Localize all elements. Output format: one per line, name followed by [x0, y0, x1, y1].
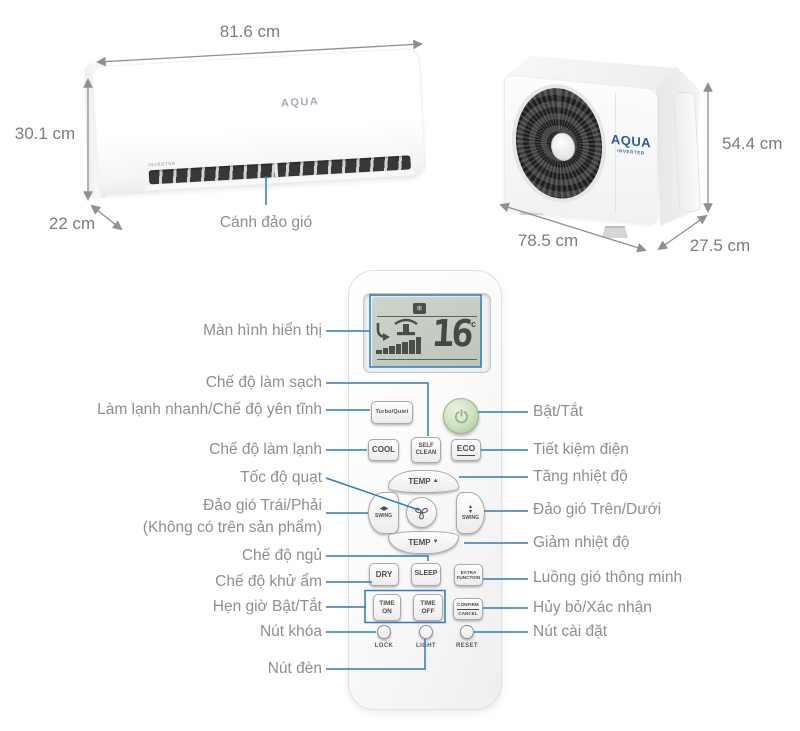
fan-speed-button[interactable]	[406, 497, 437, 528]
callout-swing-ud: Đảo gió Trên/Dưới	[533, 501, 662, 518]
time-off-line2: OFF	[421, 607, 435, 615]
self-clean-line1: SELF	[418, 443, 434, 450]
outdoor-foot-right	[602, 226, 628, 238]
fan-speed-bars	[376, 337, 423, 354]
callout-timer: Hẹn giờ Bật/Tắt	[212, 598, 322, 615]
outdoor-front-face: AQUA INVERTER	[504, 74, 658, 226]
power-icon	[454, 408, 468, 423]
outdoor-height-label: 54.4 cm	[722, 134, 783, 153]
callout-swing-lr-line1: Đảo gió Trái/Phải	[203, 497, 322, 514]
swing-vertical-label: SWING	[462, 514, 479, 521]
time-off-button[interactable]: TIME OFF	[413, 594, 443, 621]
temp-down-arrow-icon: ▼	[432, 539, 439, 546]
callout-fan-speed: Tốc độ quạt	[240, 469, 322, 486]
lcd-display: ❄ 16 c	[372, 297, 482, 367]
swing-horizontal-label: SWING	[375, 513, 392, 520]
swing-vertical-icon: ▲▼	[467, 503, 474, 515]
temp-up-arrow-icon: ▲	[432, 478, 439, 485]
callout-power: Bật/Tắt	[533, 403, 583, 420]
confirm-cancel-button[interactable]: CONFIRM CANCEL	[453, 598, 483, 620]
lock-label: LOCK	[374, 643, 394, 649]
outdoor-width-label: 78.5 cm	[517, 231, 579, 250]
temp-up-label: TEMP	[408, 476, 431, 486]
time-on-line2: ON	[382, 607, 392, 615]
self-clean-line2: CLEAN	[415, 450, 437, 456]
eco-button[interactable]: ECO	[451, 439, 481, 461]
confirm-line: CONFIRM	[457, 602, 479, 610]
indoor-brand-logo: AQUA	[280, 95, 320, 110]
extra-function-line2: FUNCTION	[456, 575, 481, 580]
indoor-depth-label: 22 cm	[48, 214, 96, 233]
time-on-line1: TIME	[379, 600, 395, 608]
light-button[interactable]	[419, 625, 433, 639]
dry-button[interactable]: DRY	[369, 563, 399, 586]
power-button[interactable]	[443, 398, 479, 434]
callout-light: Nút đèn	[267, 660, 322, 677]
callout-dry: Chế độ khử ẩm	[215, 573, 322, 590]
temperature-readout: 16	[430, 312, 472, 355]
extra-function-button[interactable]: EXTRA FUNCTION	[454, 564, 483, 586]
temp-down-button[interactable]: TEMP ▼	[388, 531, 459, 554]
callout-eco: Tiết kiệm điện	[533, 441, 629, 458]
snowflake-icon: ❄	[413, 303, 426, 314]
turbo-quiet-button[interactable]: Turbo/Quiet	[371, 401, 413, 424]
time-on-button[interactable]: TIME ON	[373, 594, 401, 621]
temp-down-label: TEMP	[408, 537, 431, 547]
indoor-height-label: 30.1 cm	[14, 124, 76, 143]
swing-horizontal-icon: ◀▶	[379, 506, 388, 513]
indoor-unit-body: AQUA INVERTER	[91, 47, 427, 197]
callout-turbo-quiet: Làm lạnh nhanh/Chế độ yên tĩnh	[97, 401, 322, 418]
callout-cool: Chế độ làm lạnh	[209, 441, 322, 458]
callout-confirm-cancel: Hủy bỏ/Xác nhận	[533, 599, 652, 616]
callout-extra-function: Luồng gió thông minh	[533, 569, 683, 586]
louver-divider	[274, 163, 278, 178]
swing-vertical-button[interactable]: ▲▼ SWING	[456, 492, 485, 534]
time-off-line1: TIME	[420, 600, 436, 608]
remote-control: ❄ 16 c Turbo/Quiet	[348, 270, 502, 710]
temp-up-button[interactable]: TEMP ▲	[388, 470, 459, 493]
fan-hub	[551, 131, 575, 162]
flap-callout-label: Cánh đảo gió	[219, 214, 313, 231]
self-clean-button[interactable]: SELF CLEAN	[411, 437, 441, 463]
callout-swing-lr-line2: (Không có trên sản phẩm)	[142, 519, 322, 536]
louver-direction-icon	[394, 318, 418, 336]
sleep-button[interactable]: SLEEP	[411, 563, 441, 586]
fan-icon	[415, 507, 428, 520]
outdoor-depth-label: 27.5 cm	[689, 236, 751, 255]
callout-self-clean: Chế độ làm sạch	[205, 374, 322, 391]
outdoor-fan-grille	[512, 79, 606, 208]
indoor-inverter-label: INVERTER	[148, 160, 176, 168]
reset-label: RESET	[455, 643, 478, 649]
callout-reset: Nút cài đặt	[533, 623, 608, 640]
lock-button[interactable]	[377, 625, 391, 639]
eco-label: ECO	[456, 443, 476, 456]
temperature-unit: c	[471, 319, 477, 329]
callout-temp-down: Giảm nhiệt độ	[533, 534, 630, 551]
callout-temp-up: Tăng nhiệt độ	[533, 468, 628, 485]
extra-function-line1: EXTRA	[460, 569, 477, 575]
cool-button[interactable]: COOL	[368, 439, 399, 461]
lcd-rule-bottom	[377, 359, 477, 361]
callout-display: Màn hình hiển thị	[203, 322, 322, 339]
callout-sleep: Chế độ ngủ	[241, 547, 322, 564]
cancel-line: CANCEL	[458, 610, 478, 616]
light-label: LIGHT	[416, 643, 436, 649]
callout-lock: Nút khóa	[259, 623, 322, 640]
swing-horizontal-button[interactable]: ◀▶ SWING	[368, 492, 399, 534]
reset-button[interactable]	[460, 625, 474, 639]
indoor-width-label: 81.6 cm	[219, 22, 281, 41]
